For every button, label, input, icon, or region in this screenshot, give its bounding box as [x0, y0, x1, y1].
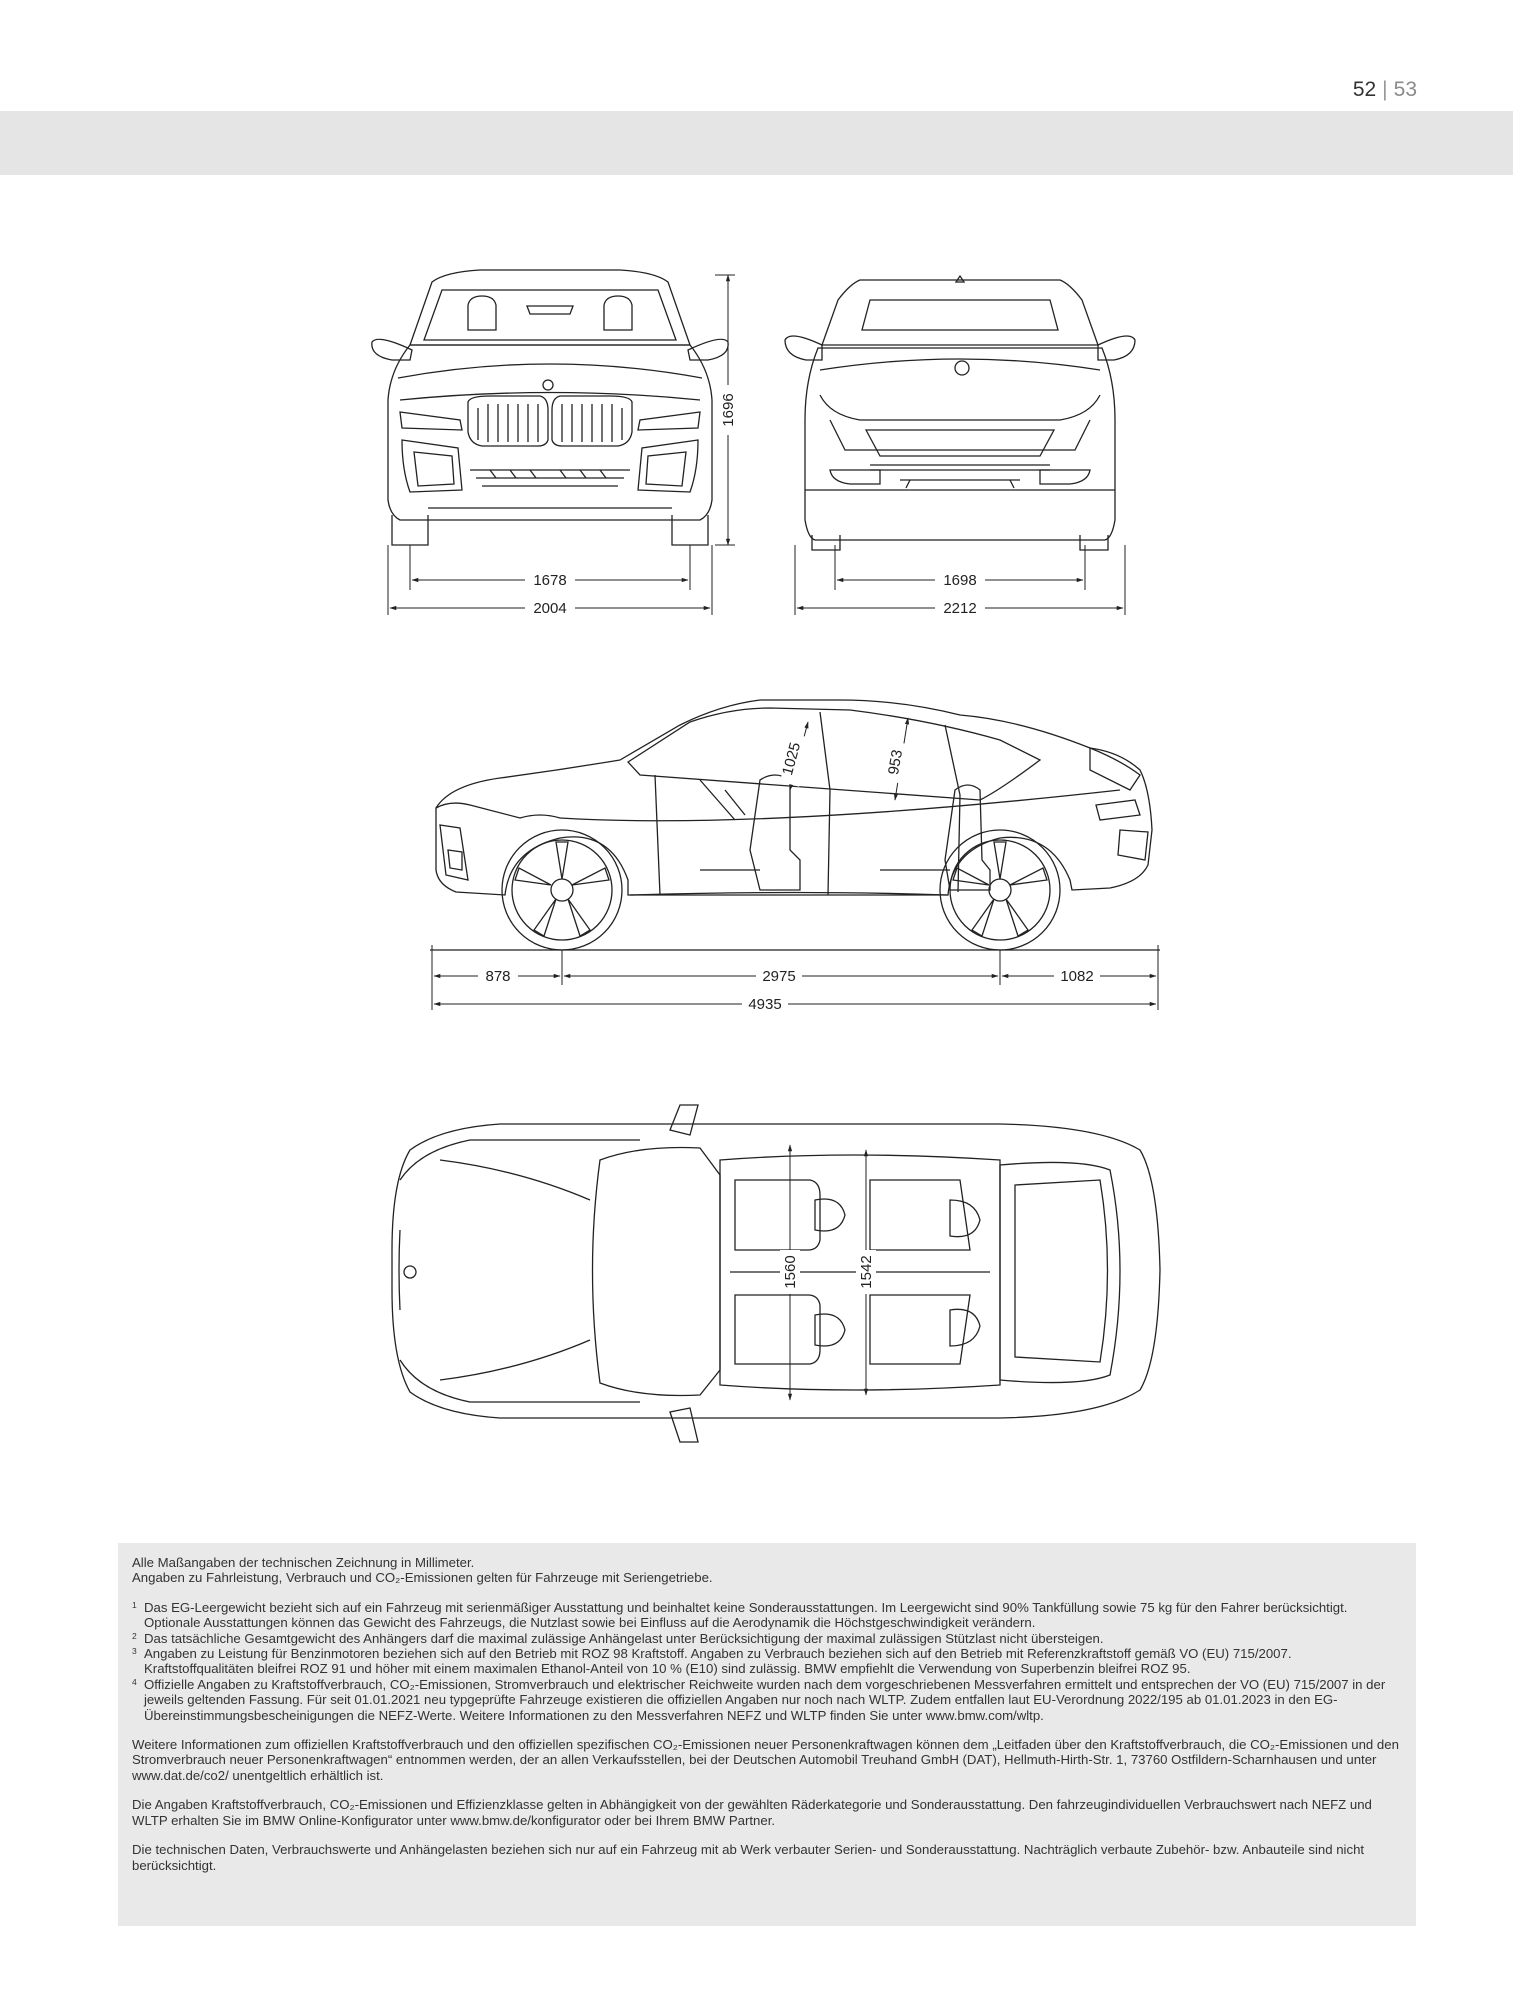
dim-rear-overhang: 1082: [1060, 968, 1093, 985]
intro-line-1: Alle Maßangaben der technischen Zeichnun…: [132, 1555, 475, 1570]
footnote-1: 1 Das EG-Leergewicht bezieht sich auf ei…: [132, 1600, 1402, 1631]
dim-rear-width: 2212: [943, 600, 976, 617]
dim-shoulder-front: 1560: [782, 1255, 799, 1288]
footnote-2: 2 Das tatsächliche Gesamtgewicht des Anh…: [132, 1631, 1402, 1646]
page-number-separator: |: [1382, 78, 1388, 101]
paragraph-technical-data: Die technischen Daten, Verbrauchswerte u…: [132, 1842, 1365, 1873]
footnote-3-text: Angaben zu Leistung für Benzinmotoren be…: [144, 1646, 1292, 1677]
header-band: [0, 111, 1513, 175]
intro-line-2: Angaben zu Fahrleistung, Verbrauch und C…: [132, 1570, 713, 1586]
page-number: 52|53: [1353, 78, 1417, 102]
footnote-2-text: Das tatsächliche Gesamtgewicht des Anhän…: [144, 1630, 1104, 1646]
page-number-next: 53: [1393, 78, 1417, 101]
dim-overall-length: 4935: [748, 996, 781, 1013]
dim-headroom-rear: 953: [885, 748, 906, 776]
dim-front-overhang: 878: [485, 968, 510, 985]
footnote-3: 3 Angaben zu Leistung für Benzinmotoren …: [132, 1646, 1402, 1677]
dim-shoulder-rear: 1542: [858, 1255, 875, 1288]
footnote-4-number: 4: [132, 1676, 137, 1687]
dim-front-width: 2004: [533, 600, 566, 617]
footnote-box: Alle Maßangaben der technischen Zeichnun…: [118, 1543, 1416, 1926]
dim-rear-track: 1698: [943, 572, 976, 589]
footnote-1-number: 1: [132, 1599, 137, 1610]
top-view-drawing: [391, 1104, 1161, 1443]
rear-view-drawing: [784, 274, 1136, 551]
dim-height: 1696: [720, 393, 737, 426]
footnote-2-number: 2: [132, 1630, 137, 1641]
footnote-1-text: Das EG-Leergewicht bezieht sich auf ein …: [144, 1599, 1348, 1631]
dim-wheelbase: 2975: [762, 968, 795, 985]
front-view-drawing: [371, 269, 729, 546]
paragraph-consumption-info: Die Angaben Kraftstoffverbrauch, CO₂-Emi…: [132, 1797, 1372, 1828]
footnote-4-text: Offizielle Angaben zu Kraftstoffverbrauc…: [144, 1676, 1386, 1723]
page-number-current: 52: [1352, 78, 1377, 101]
footnote-3-number: 3: [132, 1646, 137, 1657]
paragraph-dat-info: Weitere Informationen zum offiziellen Kr…: [132, 1737, 1399, 1783]
footnote-4: 4 Offizielle Angaben zu Kraftstoffverbra…: [132, 1677, 1402, 1723]
dim-front-track: 1678: [533, 572, 566, 589]
